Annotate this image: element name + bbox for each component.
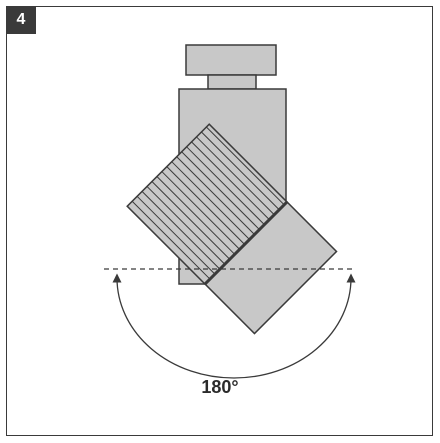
head-divider-line [203,200,289,286]
heat-sink-fins [131,126,285,280]
rotation-angle-label: 180° [201,377,239,397]
track-adapter-top [185,44,277,76]
spot-head [126,123,338,335]
step-number-badge: 4 [6,6,36,34]
adapter-neck [207,74,257,90]
rotation-arc-arrow [112,273,356,379]
